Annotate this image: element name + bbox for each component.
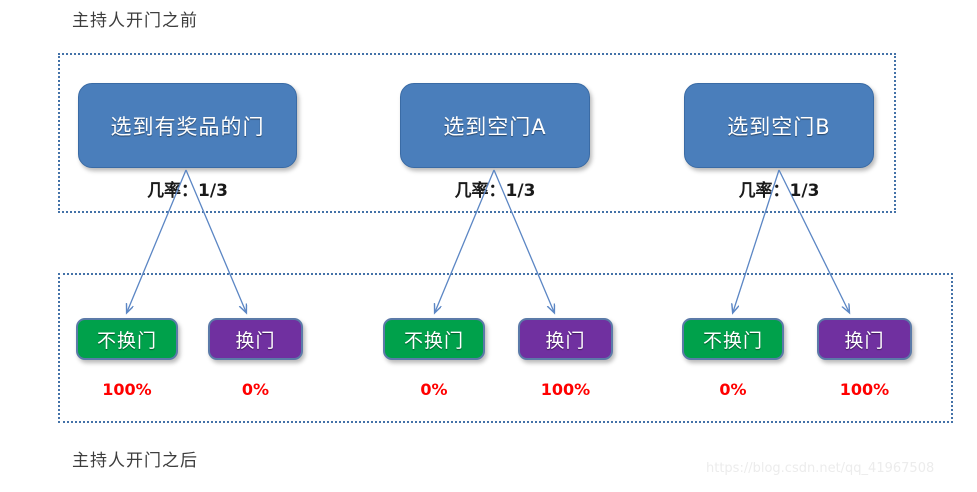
percent-switch-2: 100% (540, 380, 591, 399)
percent-switch-3: 100% (839, 380, 890, 399)
caption-before: 主持人开门之前 (72, 11, 198, 31)
node-prize-door[interactable]: 选到有奖品的门 (78, 83, 297, 168)
percent-stay-1: 100% (102, 380, 152, 399)
watermark-text: https://blog.csdn.net/qq_41967508 (706, 461, 935, 476)
node-switch-2[interactable]: 换门 (518, 318, 613, 360)
percent-stay-3: 0% (719, 380, 747, 399)
node-stay-2[interactable]: 不换门 (383, 318, 485, 360)
node-switch-1[interactable]: 换门 (208, 318, 303, 360)
node-empty-door-b[interactable]: 选到空门B (684, 83, 874, 168)
probability-label-empty-door-a: 几率：1/3 (454, 181, 536, 201)
node-stay-3[interactable]: 不换门 (682, 318, 784, 360)
probability-label-empty-door-b: 几率：1/3 (738, 181, 820, 201)
percent-switch-1: 0% (241, 380, 270, 399)
node-switch-3[interactable]: 换门 (817, 318, 912, 360)
caption-after: 主持人开门之后 (72, 451, 198, 471)
node-empty-door-a[interactable]: 选到空门A (400, 83, 590, 168)
probability-label-prize-door: 几率：1/3 (147, 181, 228, 201)
percent-stay-2: 0% (420, 380, 448, 399)
node-stay-1[interactable]: 不换门 (76, 318, 178, 360)
